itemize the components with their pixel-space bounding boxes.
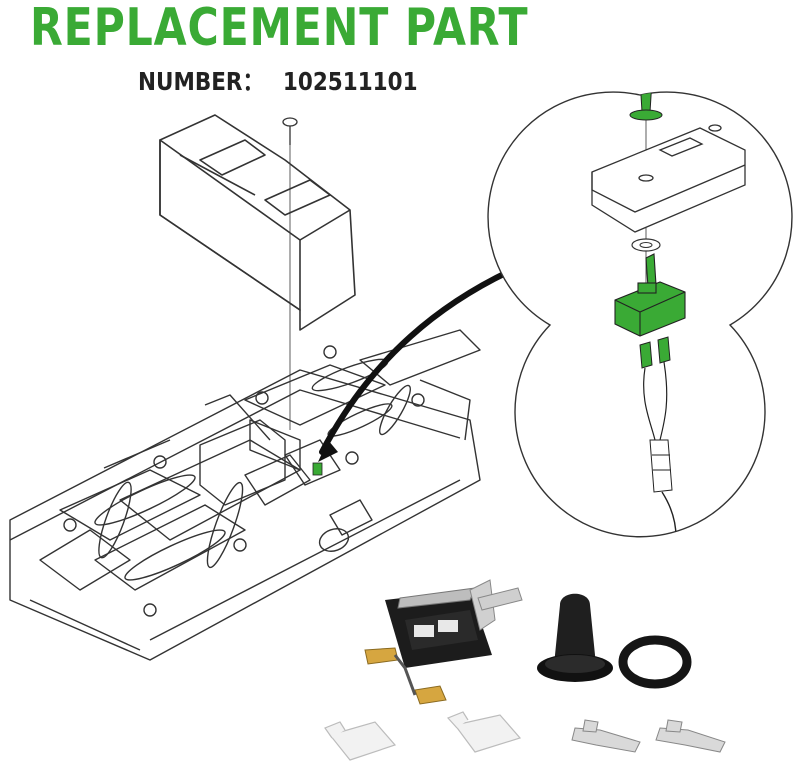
spade-terminals-photo	[571, 719, 726, 753]
terminal-covers-photo	[324, 711, 522, 761]
waterproof-boot-photo	[537, 593, 692, 689]
part-number: NUMBER： 102511101	[138, 62, 418, 98]
callout-arrowhead	[318, 440, 338, 462]
callout-pointer	[319, 259, 533, 455]
title: REPLACEMENT PART	[30, 0, 529, 58]
screw	[282, 117, 298, 145]
wire-connectors-detail	[639, 336, 677, 537]
toggle-switch-detail	[614, 253, 686, 337]
switch-location-marker	[312, 462, 323, 476]
washer-detail	[631, 238, 661, 252]
part-number-value: 102511101	[282, 67, 418, 96]
detail-callout	[487, 91, 793, 538]
toggle-switch-photo	[364, 579, 523, 705]
battery-tray	[9, 329, 481, 661]
mounting-plate-detail	[591, 124, 746, 233]
seat-cover	[159, 114, 356, 331]
part-number-label: NUMBER：	[138, 67, 264, 96]
